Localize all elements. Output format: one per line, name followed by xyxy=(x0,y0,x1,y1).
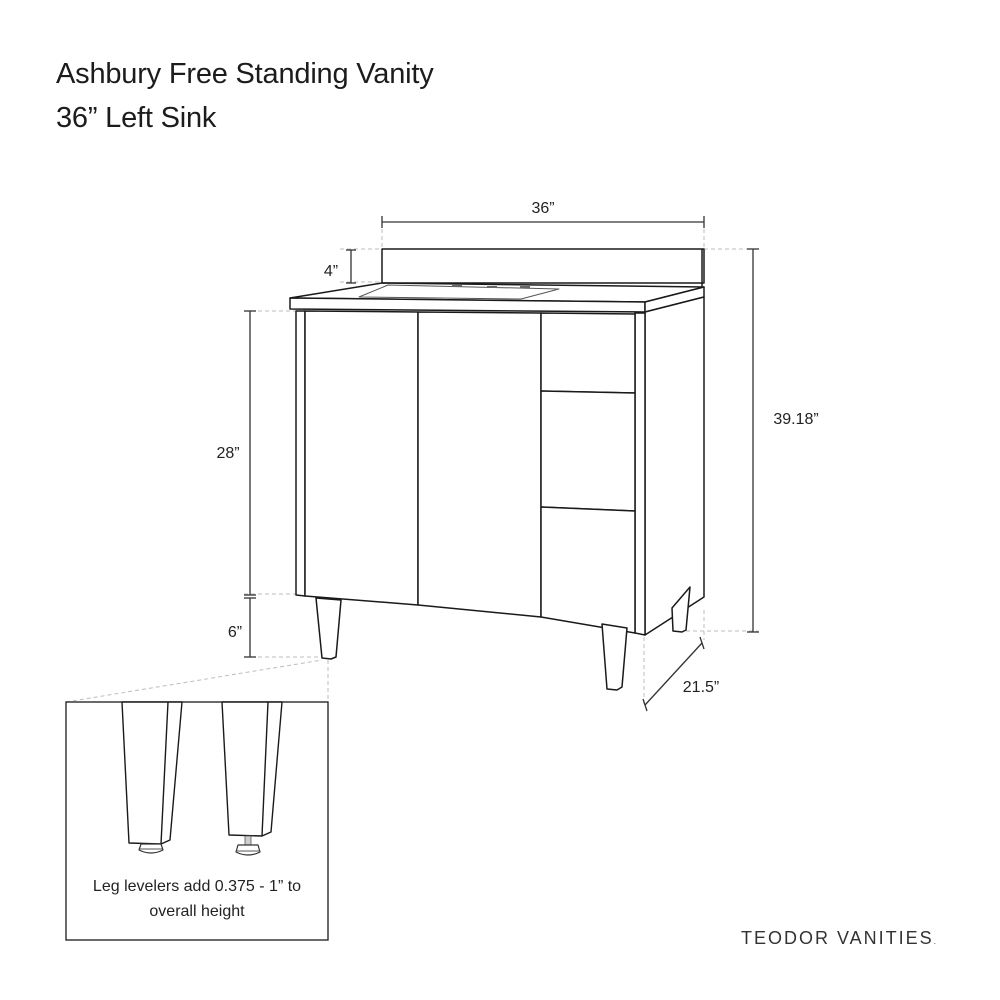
depth-label: 21.5” xyxy=(683,679,719,696)
title-block: Ashbury Free Standing Vanity 36” Left Si… xyxy=(56,52,434,140)
backsplash xyxy=(381,248,705,284)
leg-front-left xyxy=(315,597,342,660)
left-stile xyxy=(295,310,306,597)
door-left xyxy=(304,310,419,606)
faucet-holes xyxy=(452,285,530,288)
legs xyxy=(315,586,691,691)
drawer-middle xyxy=(540,390,636,512)
inset-legs xyxy=(121,701,283,856)
right-stile xyxy=(634,312,646,636)
cabinet-height-dimension xyxy=(244,310,256,596)
inset-leg-left xyxy=(121,701,183,845)
inset-leg-right xyxy=(221,701,283,837)
drawer-top xyxy=(540,312,636,394)
width-label: 36” xyxy=(531,200,554,217)
brand-name: TEODOR VANITIES xyxy=(741,928,934,948)
drawer-bottom xyxy=(540,506,636,634)
product-title: Ashbury Free Standing Vanity xyxy=(56,58,434,90)
leveler-note-line2: overall height xyxy=(149,903,245,920)
leg-height-dimension xyxy=(244,597,256,658)
cabinet-side-panel xyxy=(644,296,705,636)
brand-mark: . xyxy=(933,937,936,946)
overall-height-dimension xyxy=(747,248,759,633)
brand-logo: TEODOR VANITIES. xyxy=(741,928,936,949)
product-subtitle: 36” Left Sink xyxy=(56,102,217,134)
leg-leveler-detail-box xyxy=(65,701,329,941)
vanity xyxy=(289,248,705,636)
width-dimension xyxy=(381,216,705,228)
depth-dimension xyxy=(642,636,705,712)
sink-basin xyxy=(358,284,560,300)
leveler-thread xyxy=(244,835,252,846)
overall-height-label: 39.18” xyxy=(773,411,818,428)
backsplash-label: 4” xyxy=(324,263,338,280)
leg-height-label: 6” xyxy=(228,624,242,641)
leveler-note-line1: Leg levelers add 0.375 - 1” to xyxy=(93,878,301,895)
leg-back-right xyxy=(671,586,691,633)
backsplash-dimension xyxy=(346,249,356,284)
leg-front-right xyxy=(601,623,628,691)
cabinet-height-label: 28” xyxy=(216,445,239,462)
door-right xyxy=(417,311,542,618)
leveler-foot-extended xyxy=(235,844,261,856)
